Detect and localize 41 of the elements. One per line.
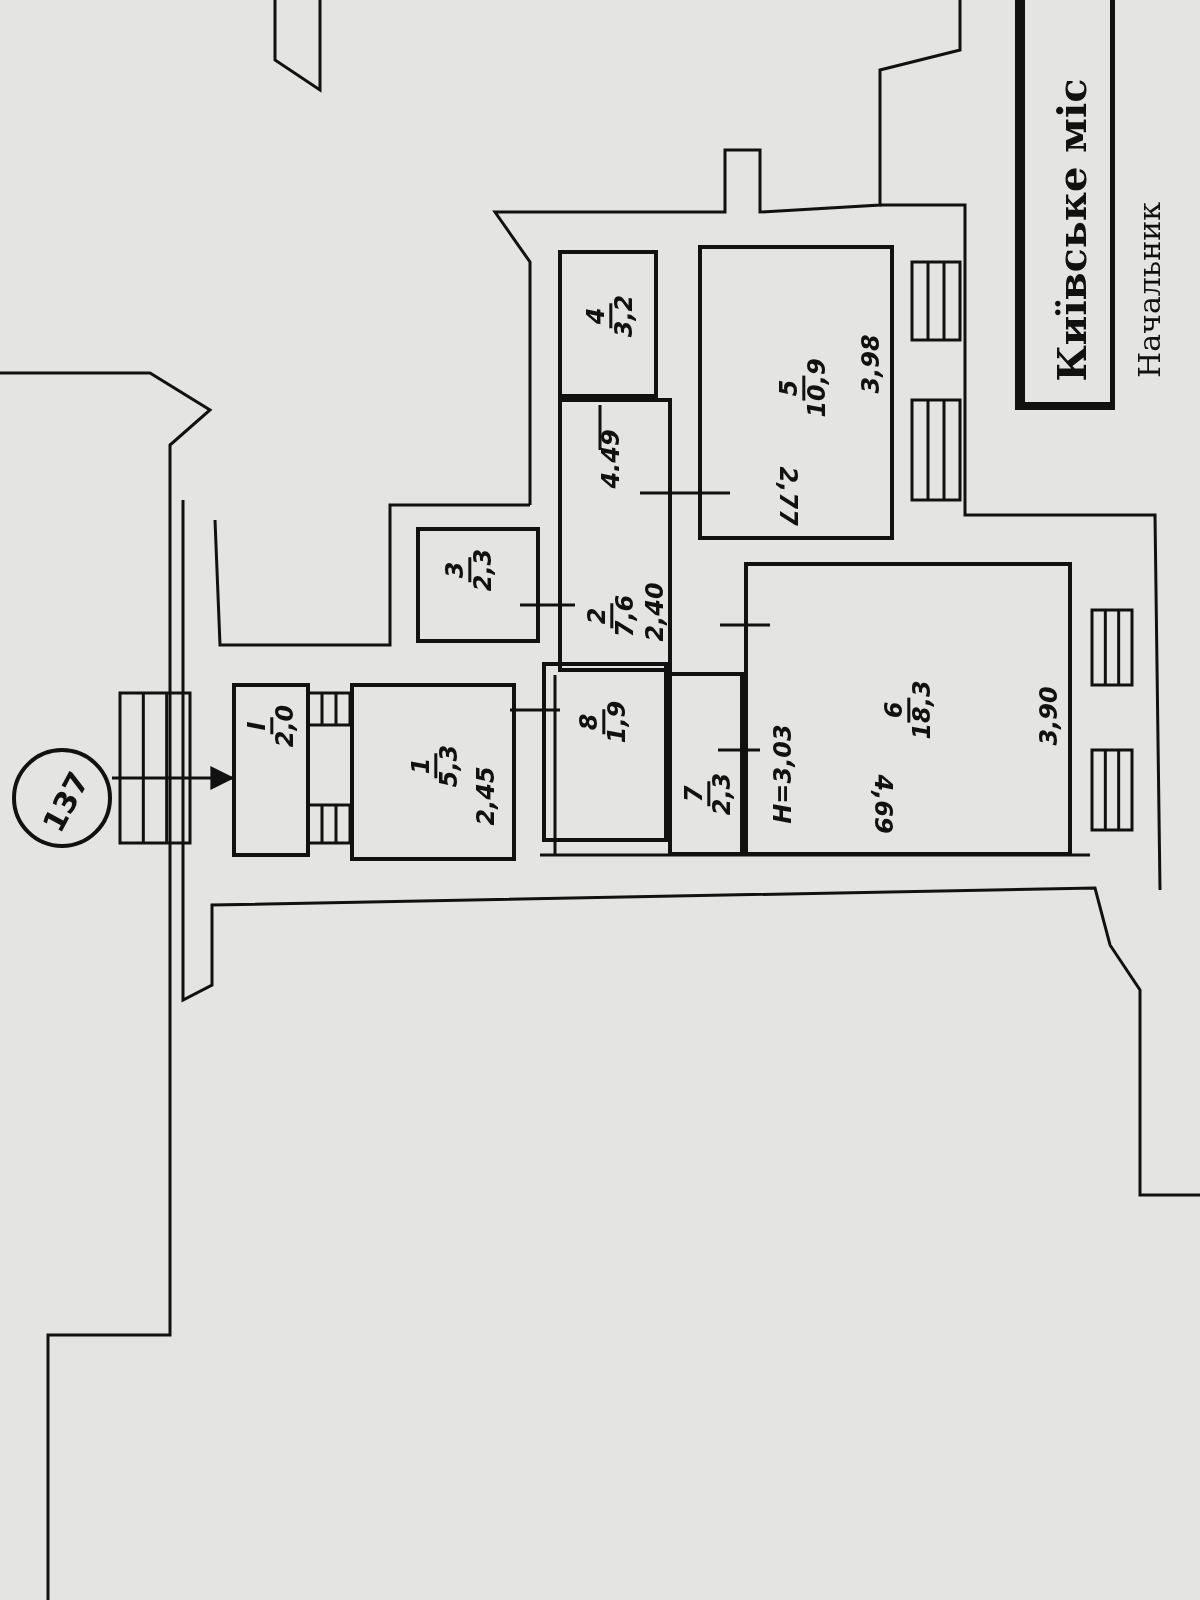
dimension-text: 4.49	[599, 429, 625, 489]
room-area: 1,9	[605, 696, 631, 748]
room-number: 7	[682, 781, 711, 807]
room	[698, 245, 894, 540]
dimension-text: H=3,03	[771, 724, 797, 824]
dimension-text: 4,69	[869, 774, 895, 834]
room	[558, 398, 672, 672]
room-area: 2,3	[471, 544, 497, 596]
stamp-frame	[1015, 0, 1115, 410]
dimension-text: 2,77	[774, 466, 800, 526]
room-number: 5	[777, 375, 806, 401]
room-number: 6	[882, 697, 911, 723]
room-area: 2,3	[710, 768, 736, 820]
room	[416, 527, 540, 643]
circle-marker	[12, 748, 112, 848]
room	[350, 683, 516, 861]
arrow	[112, 766, 235, 790]
dimension-text: 2,40	[643, 582, 669, 642]
room-area: 5,3	[437, 740, 463, 792]
room-area: 3,2	[612, 290, 638, 342]
room-number: 2	[585, 603, 614, 629]
room-area: 18,3	[910, 676, 936, 744]
room	[668, 672, 744, 856]
room-area: 10,9	[805, 354, 831, 422]
room-number: 8	[577, 709, 606, 735]
dimension-text: 3,98	[859, 334, 885, 394]
room-number: 4	[584, 303, 613, 329]
stamp-text: Начальник	[1134, 202, 1166, 378]
room-area: 2,0	[273, 700, 299, 752]
room-area: 7,6	[613, 590, 639, 642]
room-number: 3	[443, 557, 472, 583]
dimension-text: 2,45	[474, 766, 500, 826]
stamp-text: Київське міс	[1051, 78, 1093, 382]
room	[232, 683, 310, 857]
room	[542, 662, 668, 842]
dimension-text: 3,90	[1037, 686, 1063, 746]
room	[744, 562, 1072, 856]
marker-number: 137	[37, 766, 95, 838]
room-number: I	[245, 717, 274, 735]
room	[558, 250, 658, 398]
room-number: 1	[409, 753, 438, 779]
